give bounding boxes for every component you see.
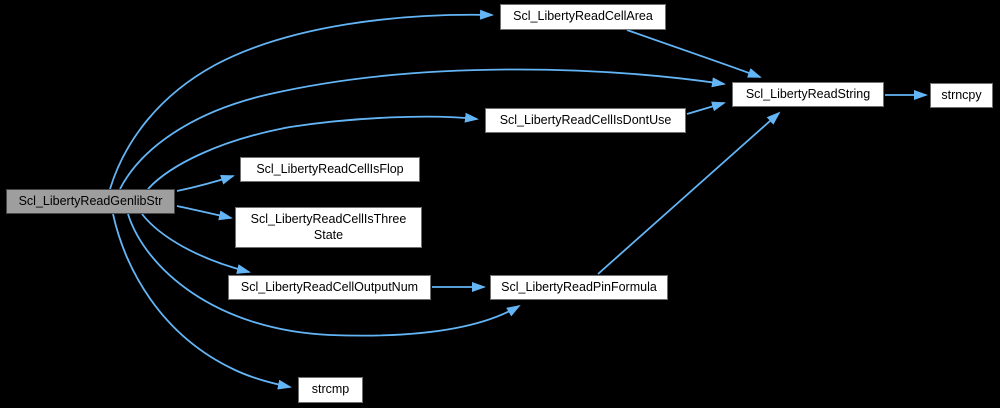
edge-genlibstr-to-cellarea [109,9,494,190]
node-scl-libertyreadpinformula[interactable]: Scl_LibertyReadPinFormula [490,275,668,300]
node-scl-libertyreadgenlibstr[interactable]: Scl_LibertyReadGenlibStr [6,189,175,214]
edge-genlibstr-to-isflop [176,175,235,192]
node-scl-libertyreadstring[interactable]: Scl_LibertyReadString [732,82,884,107]
edge-dontuse-to-string [686,101,726,115]
edge-genlibstr-to-string [119,68,726,190]
edge-genlibstr-to-dontuse [147,112,479,190]
node-strcmp[interactable]: strcmp [298,377,363,403]
node-scl-libertyreadcelloutputnum[interactable]: Scl_LibertyReadCellOutputNum [228,275,431,300]
node-scl-libertyreadcellisdontuse[interactable]: Scl_LibertyReadCellIsDontUse [485,108,686,133]
edge-cellarea-to-string [626,29,762,78]
node-label: Scl_LibertyReadCellIsThree State [251,212,407,243]
node-strncpy[interactable]: strncpy [930,83,993,108]
node-label-line2: State [313,227,344,242]
edge-genlibstr-to-outputnum [141,213,251,274]
node-scl-libertyreadcellisflop[interactable]: Scl_LibertyReadCellIsFlop [240,157,420,182]
edge-pinformula-to-string [597,111,781,275]
node-label-line1: Scl_LibertyReadCellIsThree [250,211,407,226]
edge-genlibstr-to-threestate [176,205,233,221]
edge-genlibstr-to-pinformula [127,213,521,337]
node-scl-libertyreadcellisthreestate[interactable]: Scl_LibertyReadCellIsThree State [235,207,422,248]
edge-genlibstr-to-strcmp [112,213,292,390]
node-scl-libertyreadcellarea[interactable]: Scl_LibertyReadCellArea [500,4,666,30]
